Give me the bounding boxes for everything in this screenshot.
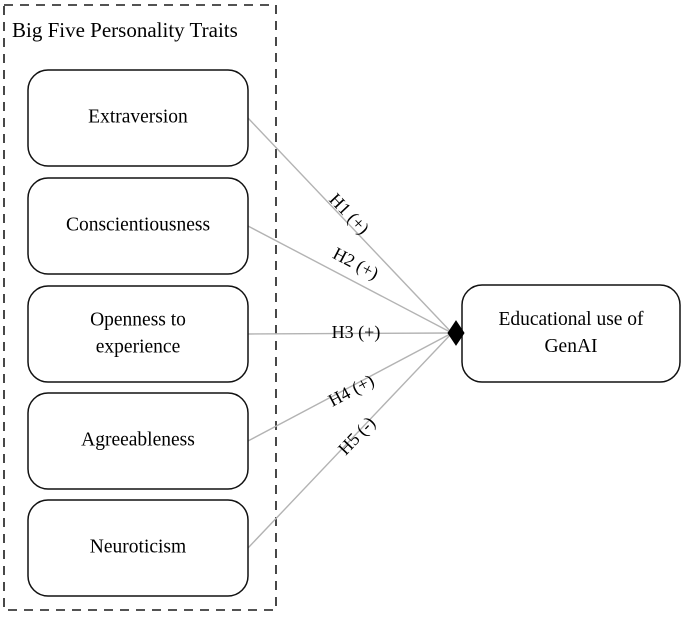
- node-neuroticism[interactable]: Neuroticism: [27, 499, 249, 597]
- edge-label-h3: H3 (+): [332, 322, 381, 343]
- edge-label-h5: H5 (-): [334, 413, 380, 460]
- node-agreeableness[interactable]: Agreeableness: [27, 392, 249, 490]
- edge-label-h2: H2 (+): [329, 243, 382, 284]
- connector-h4: [247, 332, 453, 442]
- connector-h2: [247, 225, 453, 334]
- edge-label-h1: H1 (+): [325, 189, 374, 239]
- node-extraversion[interactable]: Extraversion: [27, 69, 249, 167]
- hypothesis-labels: H1 (+)H2 (+) H3 (+) H4 (+)H5 (-): [325, 189, 382, 459]
- node-openness-box[interactable]: [27, 285, 249, 383]
- node-neuroticism-label: Neuroticism: [90, 536, 186, 557]
- diamond-arrowhead-icon: [447, 320, 465, 346]
- node-genai-use[interactable]: Educational use of GenAI: [461, 284, 681, 383]
- big-five-group-frame: [3, 4, 277, 611]
- outcome-node[interactable]: Educational use of GenAI: [461, 284, 681, 383]
- node-openness-label-line2: experience: [96, 336, 180, 357]
- node-extraversion-box[interactable]: [27, 69, 249, 167]
- connector-h1: [247, 117, 453, 334]
- node-extraversion-label: Extraversion: [88, 106, 188, 127]
- connector-h3: [247, 332, 453, 335]
- hypothesis-connectors: [247, 117, 453, 549]
- node-genai-use-label-line2: GenAI: [544, 336, 597, 357]
- node-genai-use-label: Educational use of: [498, 309, 644, 330]
- node-conscientiousness-label: Conscientiousness: [66, 214, 210, 235]
- node-agreeableness-label: Agreeableness: [81, 429, 195, 450]
- node-openness[interactable]: Openness to experience: [27, 285, 249, 383]
- node-conscientiousness[interactable]: Conscientiousness: [27, 177, 249, 275]
- node-neuroticism-box[interactable]: [27, 499, 249, 597]
- edge-label-h4: H4 (+): [325, 370, 378, 411]
- node-genai-use-box[interactable]: [461, 284, 681, 383]
- node-agreeableness-box[interactable]: [27, 392, 249, 490]
- node-conscientiousness-box[interactable]: [27, 177, 249, 275]
- node-openness-label: Openness to: [90, 309, 186, 330]
- group-title: Big Five Personality Traits: [12, 18, 238, 42]
- connector-h5: [247, 332, 453, 549]
